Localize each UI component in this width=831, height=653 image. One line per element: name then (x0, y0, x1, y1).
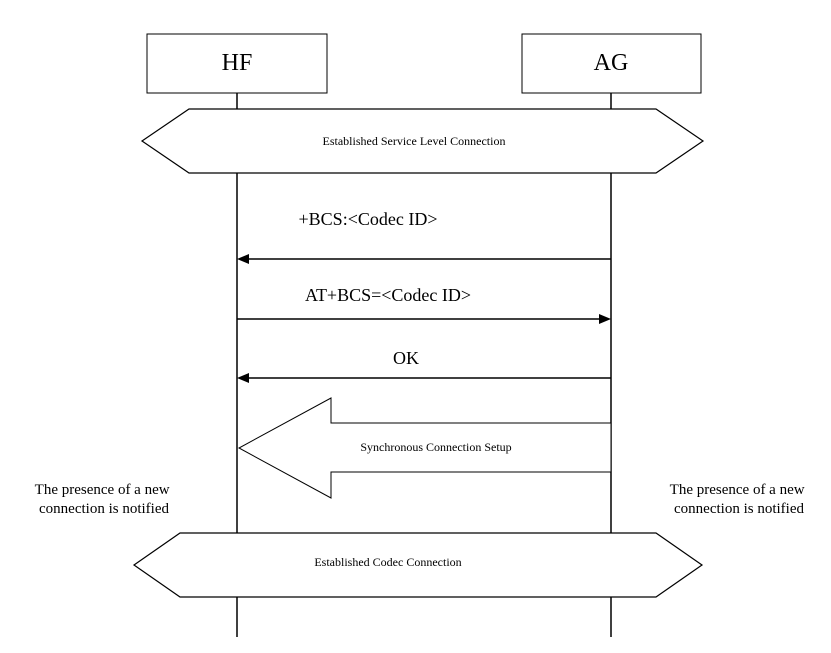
message-at-bcs-arrowhead (599, 314, 611, 324)
message-at-bcs: AT+BCS=<Codec ID> (237, 285, 611, 324)
message-ok-arrowhead (237, 373, 249, 383)
synchronous-connection-setup: Synchronous Connection Setup (237, 397, 612, 499)
message-at-bcs-label: AT+BCS=<Codec ID> (305, 285, 471, 305)
synchronous-connection-setup-arrow (237, 397, 612, 499)
ag-notification-note: The presence of a new connection is noti… (670, 482, 809, 517)
ag-notification-note-line-2: connection is notified (674, 501, 804, 517)
message-bcs-label: +BCS:<Codec ID> (299, 209, 438, 229)
hf-notification-note-line-2: connection is notified (39, 501, 169, 517)
message-ok-label: OK (393, 348, 419, 368)
message-ok: OK (237, 348, 611, 383)
ag-notification-note-line-1: The presence of a new (670, 482, 805, 498)
hf-notification-note: The presence of a new connection is noti… (35, 482, 174, 517)
participant-hf-label: HF (222, 50, 253, 76)
codec-connection-phase: Established Codec Connection (132, 532, 704, 598)
service-level-connection-phase: Established Service Level Connection (140, 108, 705, 174)
codec-connection-label: Established Codec Connection (314, 555, 461, 569)
participant-ag: AG (521, 33, 702, 94)
participant-ag-label: AG (594, 50, 629, 76)
participant-hf: HF (146, 33, 328, 94)
message-bcs: +BCS:<Codec ID> (237, 209, 611, 264)
synchronous-connection-setup-label: Synchronous Connection Setup (360, 440, 511, 454)
hf-notification-note-line-1: The presence of a new (35, 482, 170, 498)
service-level-connection-label: Established Service Level Connection (323, 134, 506, 148)
message-bcs-arrowhead (237, 254, 249, 264)
